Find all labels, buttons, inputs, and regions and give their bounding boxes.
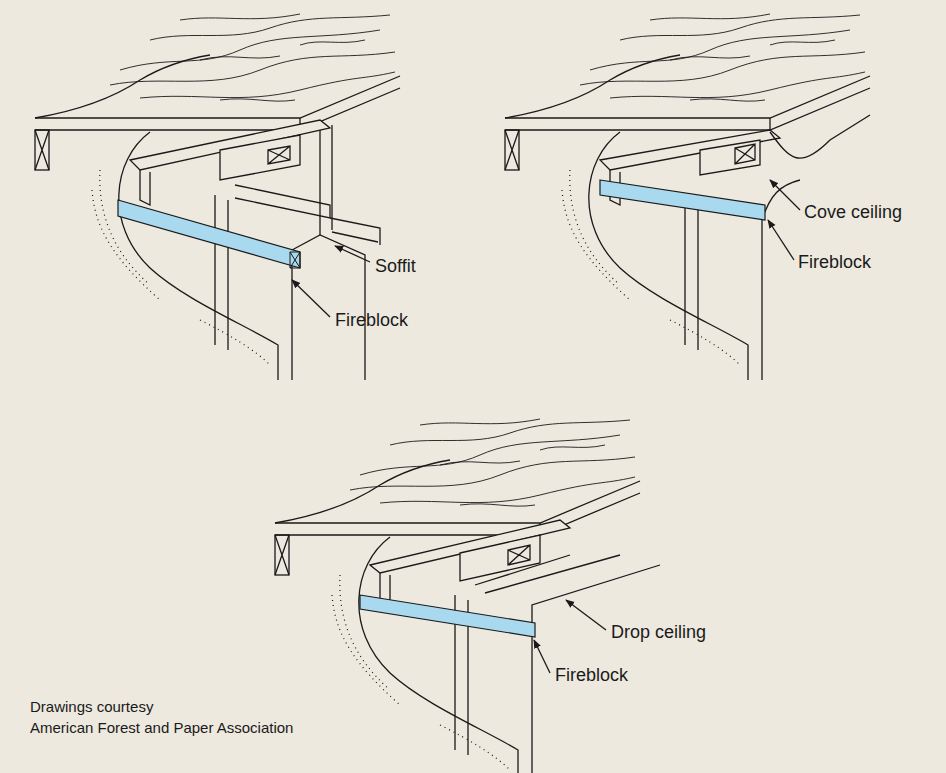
part-label: Drop ceiling bbox=[611, 622, 706, 643]
part-label: Fireblock bbox=[555, 665, 628, 686]
part-label: Fireblock bbox=[798, 252, 871, 273]
part-label: Cove ceiling bbox=[804, 202, 902, 223]
credit-note: Drawings courtesy bbox=[30, 698, 153, 715]
credit-note: American Forest and Paper Association bbox=[30, 719, 293, 736]
part-label: Soffit bbox=[375, 256, 416, 277]
part-label: Fireblock bbox=[335, 310, 408, 331]
